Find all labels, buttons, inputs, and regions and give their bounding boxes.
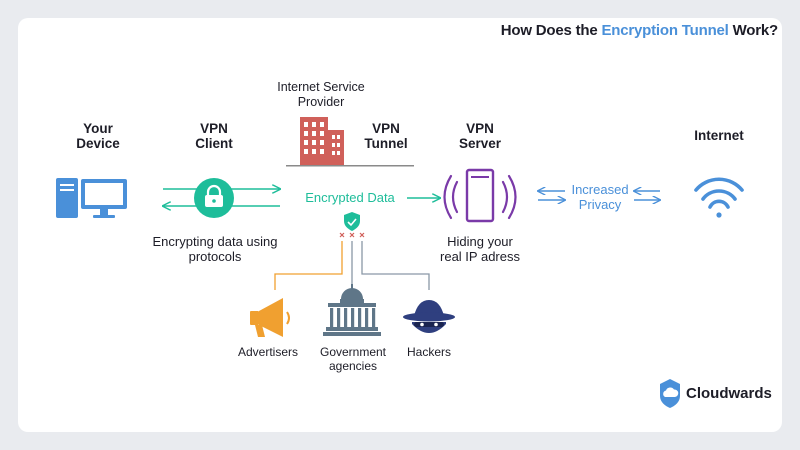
encrypting-caption: Encrypting data using protocols (152, 234, 278, 264)
threat-connectors (274, 241, 430, 290)
threat-label-government: Government agencies (319, 345, 387, 373)
title-suffix: Work? (728, 22, 779, 39)
encrypted-data-label: Encrypted Data (305, 190, 395, 205)
title-highlight: Encryption Tunnel (601, 22, 729, 39)
page-title: How Does the Encryption Tunnel Work? (501, 22, 778, 39)
megaphone-icon (250, 298, 290, 337)
computer-icon (56, 178, 127, 218)
privacy-arrows (538, 191, 660, 200)
hacker-icon (403, 300, 455, 333)
building-icon (286, 117, 414, 167)
server-icon (443, 168, 517, 223)
vpn-server-label: VPN Server (458, 121, 502, 151)
lock-icon (194, 178, 234, 218)
your-device-label: Your Device (76, 121, 120, 151)
vpn-client-label: VPN Client (195, 121, 233, 151)
title-prefix: How Does the (500, 22, 602, 39)
blocked-markers (339, 232, 365, 238)
increased-privacy-label: Increased Privacy (571, 182, 629, 212)
threat-label-advertisers: Advertisers (237, 345, 299, 359)
internet-label: Internet (694, 128, 744, 143)
diagram-card (18, 18, 782, 432)
isp-label: Internet Service Provider (277, 80, 365, 109)
wifi-icon (694, 177, 744, 218)
vpn-tunnel-label: VPN Tunnel (364, 121, 408, 151)
threat-label-hackers: Hackers (406, 345, 451, 359)
hiding-ip-caption: Hiding your real IP adress (440, 234, 520, 264)
government-building-icon (323, 284, 381, 336)
shield-icon (344, 212, 360, 231)
brand-name: Cloudwards (686, 385, 772, 402)
cloudwards-logo-icon (660, 379, 680, 408)
